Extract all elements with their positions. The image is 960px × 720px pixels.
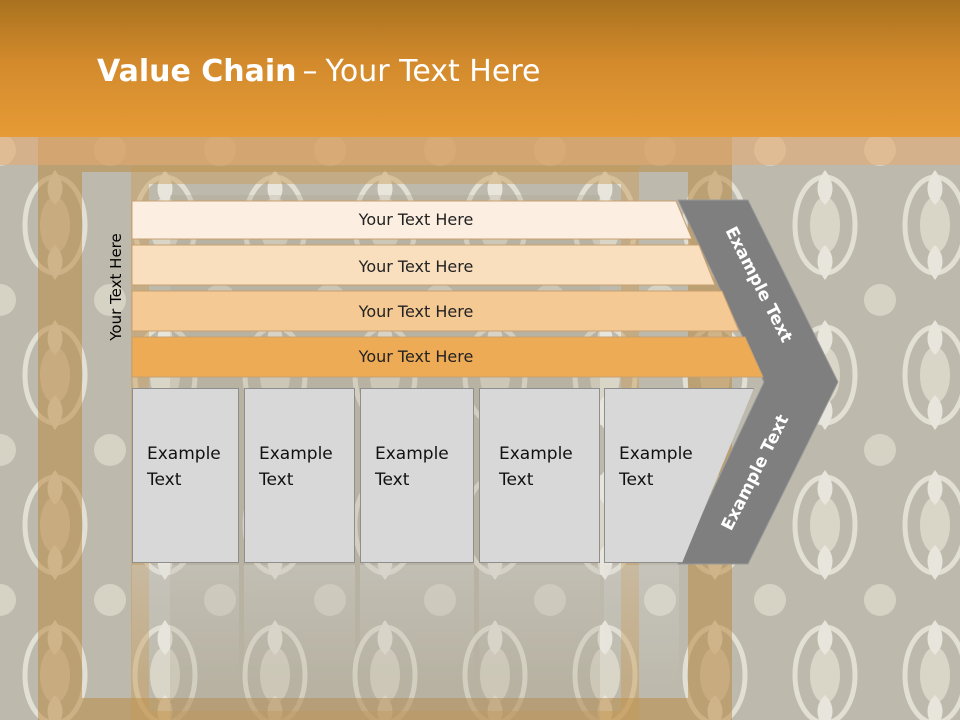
box-3-line1: Example <box>375 444 449 464</box>
title-bar <box>0 0 960 137</box>
title-separator: – <box>302 54 318 89</box>
slide-title: Value Chain–Your Text Here <box>97 54 540 89</box>
row-label-4: Your Text Here <box>358 347 474 366</box>
row-label-1: Your Text Here <box>358 210 474 229</box>
box-reflection-5 <box>604 565 679 685</box>
box-reflection-1 <box>132 565 239 685</box>
row-shape-4 <box>131 336 764 378</box>
row-label-2: Your Text Here <box>358 257 474 276</box>
box-4-line1: Example <box>499 444 573 464</box>
box-reflection-3 <box>360 565 474 685</box>
row-shape-3 <box>131 290 740 332</box>
box-2-line2: Text <box>259 470 294 490</box>
title-bold: Value Chain <box>97 54 297 89</box>
box-3-line2: Text <box>375 470 410 490</box>
row-shape-1 <box>131 200 693 240</box>
box-5-line2: Text <box>619 470 654 490</box>
title-underline-band <box>0 137 960 165</box>
row-shape-2 <box>131 244 716 286</box>
box-5-line1: Example <box>619 444 693 464</box>
chevron-arrow-shape <box>677 199 839 565</box>
box-2-line1: Example <box>259 444 333 464</box>
box-1-line2: Text <box>147 470 182 490</box>
row-label-3: Your Text Here <box>358 302 474 321</box>
box-reflection-4 <box>479 565 600 685</box>
box-reflection-2 <box>244 565 355 685</box>
title-rest: Your Text Here <box>325 54 541 89</box>
box-4-line2: Text <box>499 470 534 490</box>
box-1-line1: Example <box>147 444 221 464</box>
